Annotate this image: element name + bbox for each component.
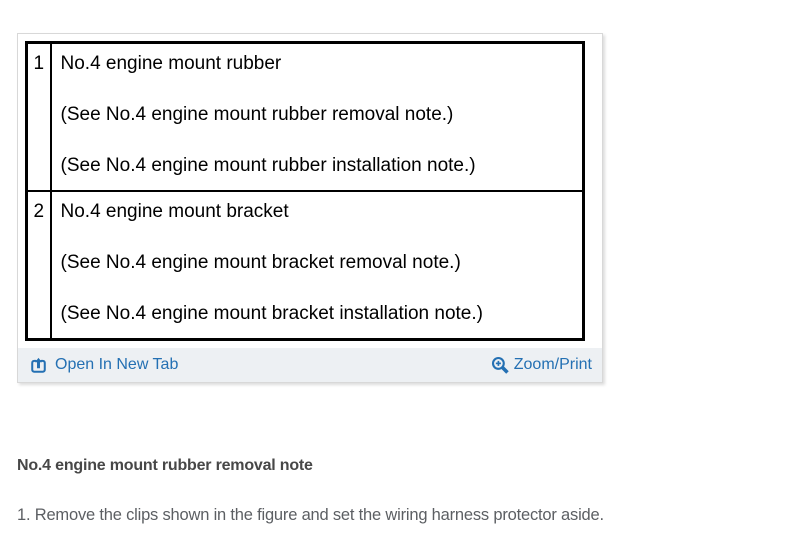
open-in-new-tab-icon [30,357,47,374]
part-description-cell: No.4 engine mount rubber (See No.4 engin… [49,41,585,192]
part-number-cell: 2 [25,190,52,341]
part-name: No.4 engine mount bracket [60,201,289,222]
zoom-print-label: Zoom/Print [513,356,592,373]
open-in-new-tab-label: Open In New Tab [55,356,179,373]
part-number-cell: 1 [25,41,52,192]
part-see-installation-note: (See No.4 engine mount rubber installati… [60,155,476,176]
part-description-cell: No.4 engine mount bracket (See No.4 engi… [49,190,585,341]
table-row: 1 No.4 engine mount rubber (See No.4 eng… [25,41,585,192]
part-see-removal-note: (See No.4 engine mount rubber removal no… [60,104,454,125]
part-see-installation-note: (See No.4 engine mount bracket installat… [60,303,483,324]
part-name: No.4 engine mount rubber [60,53,282,74]
note-heading: No.4 engine mount rubber removal note [17,457,313,474]
part-see-removal-note: (See No.4 engine mount bracket removal n… [60,252,461,273]
notes-section: No.4 engine mount rubber removal note 1.… [17,457,787,525]
open-in-new-tab-link[interactable]: Open In New Tab [30,356,178,374]
note-step-1: 1. Remove the clips shown in the figure … [17,506,604,524]
figure-toolbar: Open In New Tab Zoom/Print [18,348,602,382]
zoom-print-link[interactable]: Zoom/Print [491,356,592,375]
table-row: 2 No.4 engine mount bracket (See No.4 en… [25,190,585,341]
parts-table: 1 No.4 engine mount rubber (See No.4 eng… [25,41,585,341]
zoom-plus-icon [491,356,510,375]
parts-table-wrap: 1 No.4 engine mount rubber (See No.4 eng… [18,34,602,345]
figure-panel: 1 No.4 engine mount rubber (See No.4 eng… [17,33,603,383]
